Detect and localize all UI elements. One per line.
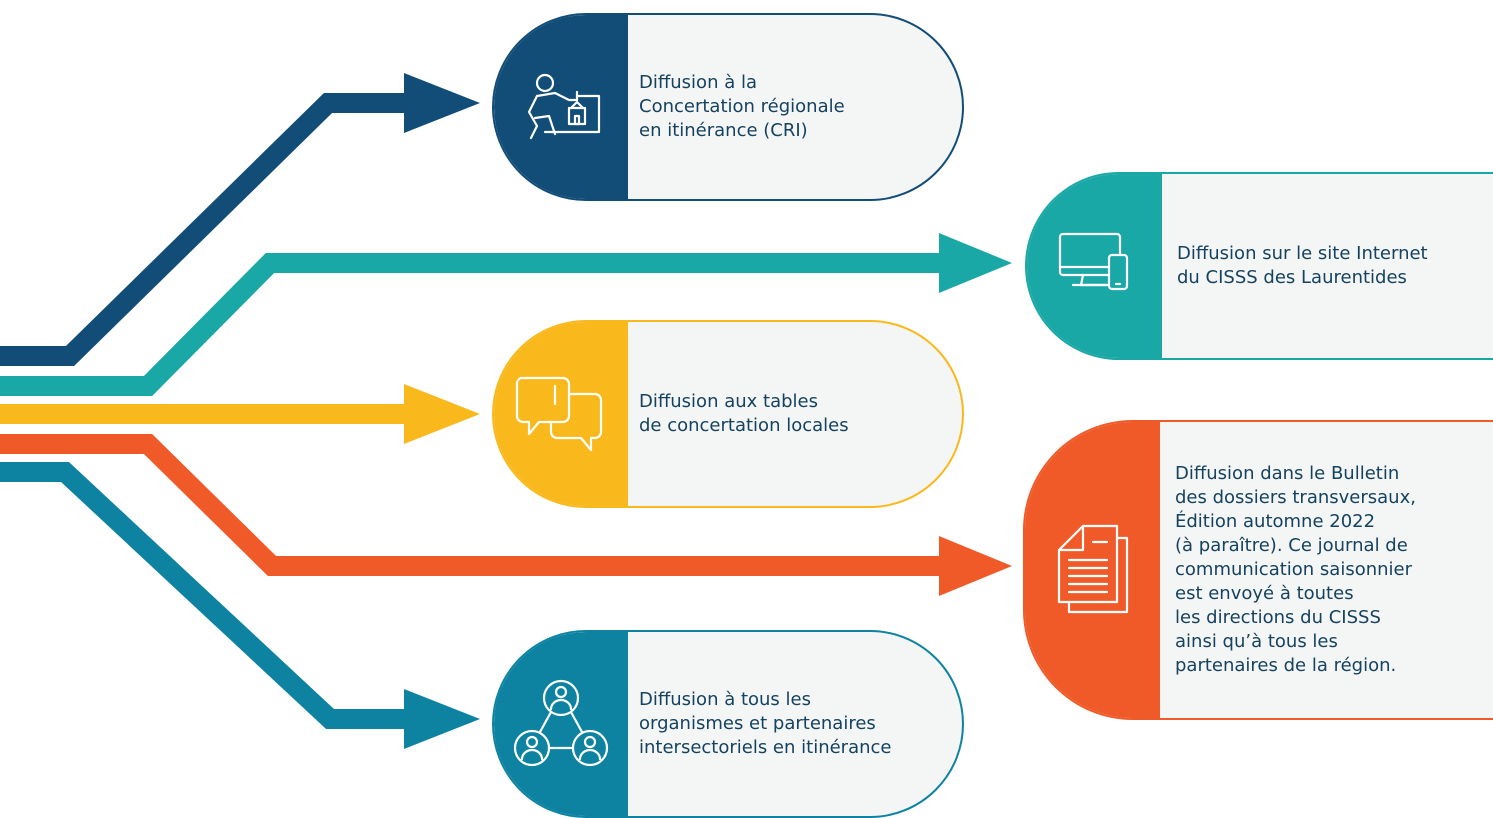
card-organismes: Diffusion à tous les organismes et parte… (492, 630, 964, 818)
card-organismes-text: Diffusion à tous les organismes et parte… (639, 689, 892, 758)
card-tables-text: Diffusion aux tables de concertation loc… (639, 391, 849, 436)
arrow-line-web (0, 253, 945, 396)
card-cri-text: Diffusion à la Concertation régionale en… (639, 72, 845, 141)
card-web: Diffusion sur le site Internet du CISSS … (1025, 172, 1493, 360)
card-organismes-icon-zone (494, 632, 628, 816)
arrowhead-web (939, 233, 1012, 293)
arrow-line-cri (0, 93, 410, 366)
arrowhead-bulletin (939, 536, 1012, 596)
card-bulletin: Diffusion dans le Bulletin des dossiers … (1023, 420, 1493, 720)
chat-bubbles-icon (513, 374, 609, 454)
arrowhead-cri (404, 73, 480, 133)
card-tables: Diffusion aux tables de concertation loc… (492, 320, 964, 508)
card-bulletin-text: Diffusion dans le Bulletin des dossiers … (1175, 463, 1416, 676)
arrow-line-bulletin (0, 434, 945, 576)
card-cri: Diffusion à la Concertation régionale en… (492, 13, 964, 201)
arrow-line-organismes (0, 462, 410, 729)
document-icon (1053, 522, 1133, 618)
card-bulletin-icon-zone (1025, 422, 1160, 718)
card-tables-icon-zone (494, 322, 628, 506)
card-cri-icon-zone (494, 15, 628, 199)
person-at-desk-icon (515, 72, 607, 142)
computer-phone-icon (1055, 231, 1135, 301)
arrowhead-organismes (404, 689, 480, 749)
people-network-icon (513, 678, 609, 770)
card-web-text: Diffusion sur le site Internet du CISSS … (1177, 243, 1428, 288)
card-web-icon-zone (1027, 174, 1162, 358)
arrowhead-tables (404, 384, 480, 444)
